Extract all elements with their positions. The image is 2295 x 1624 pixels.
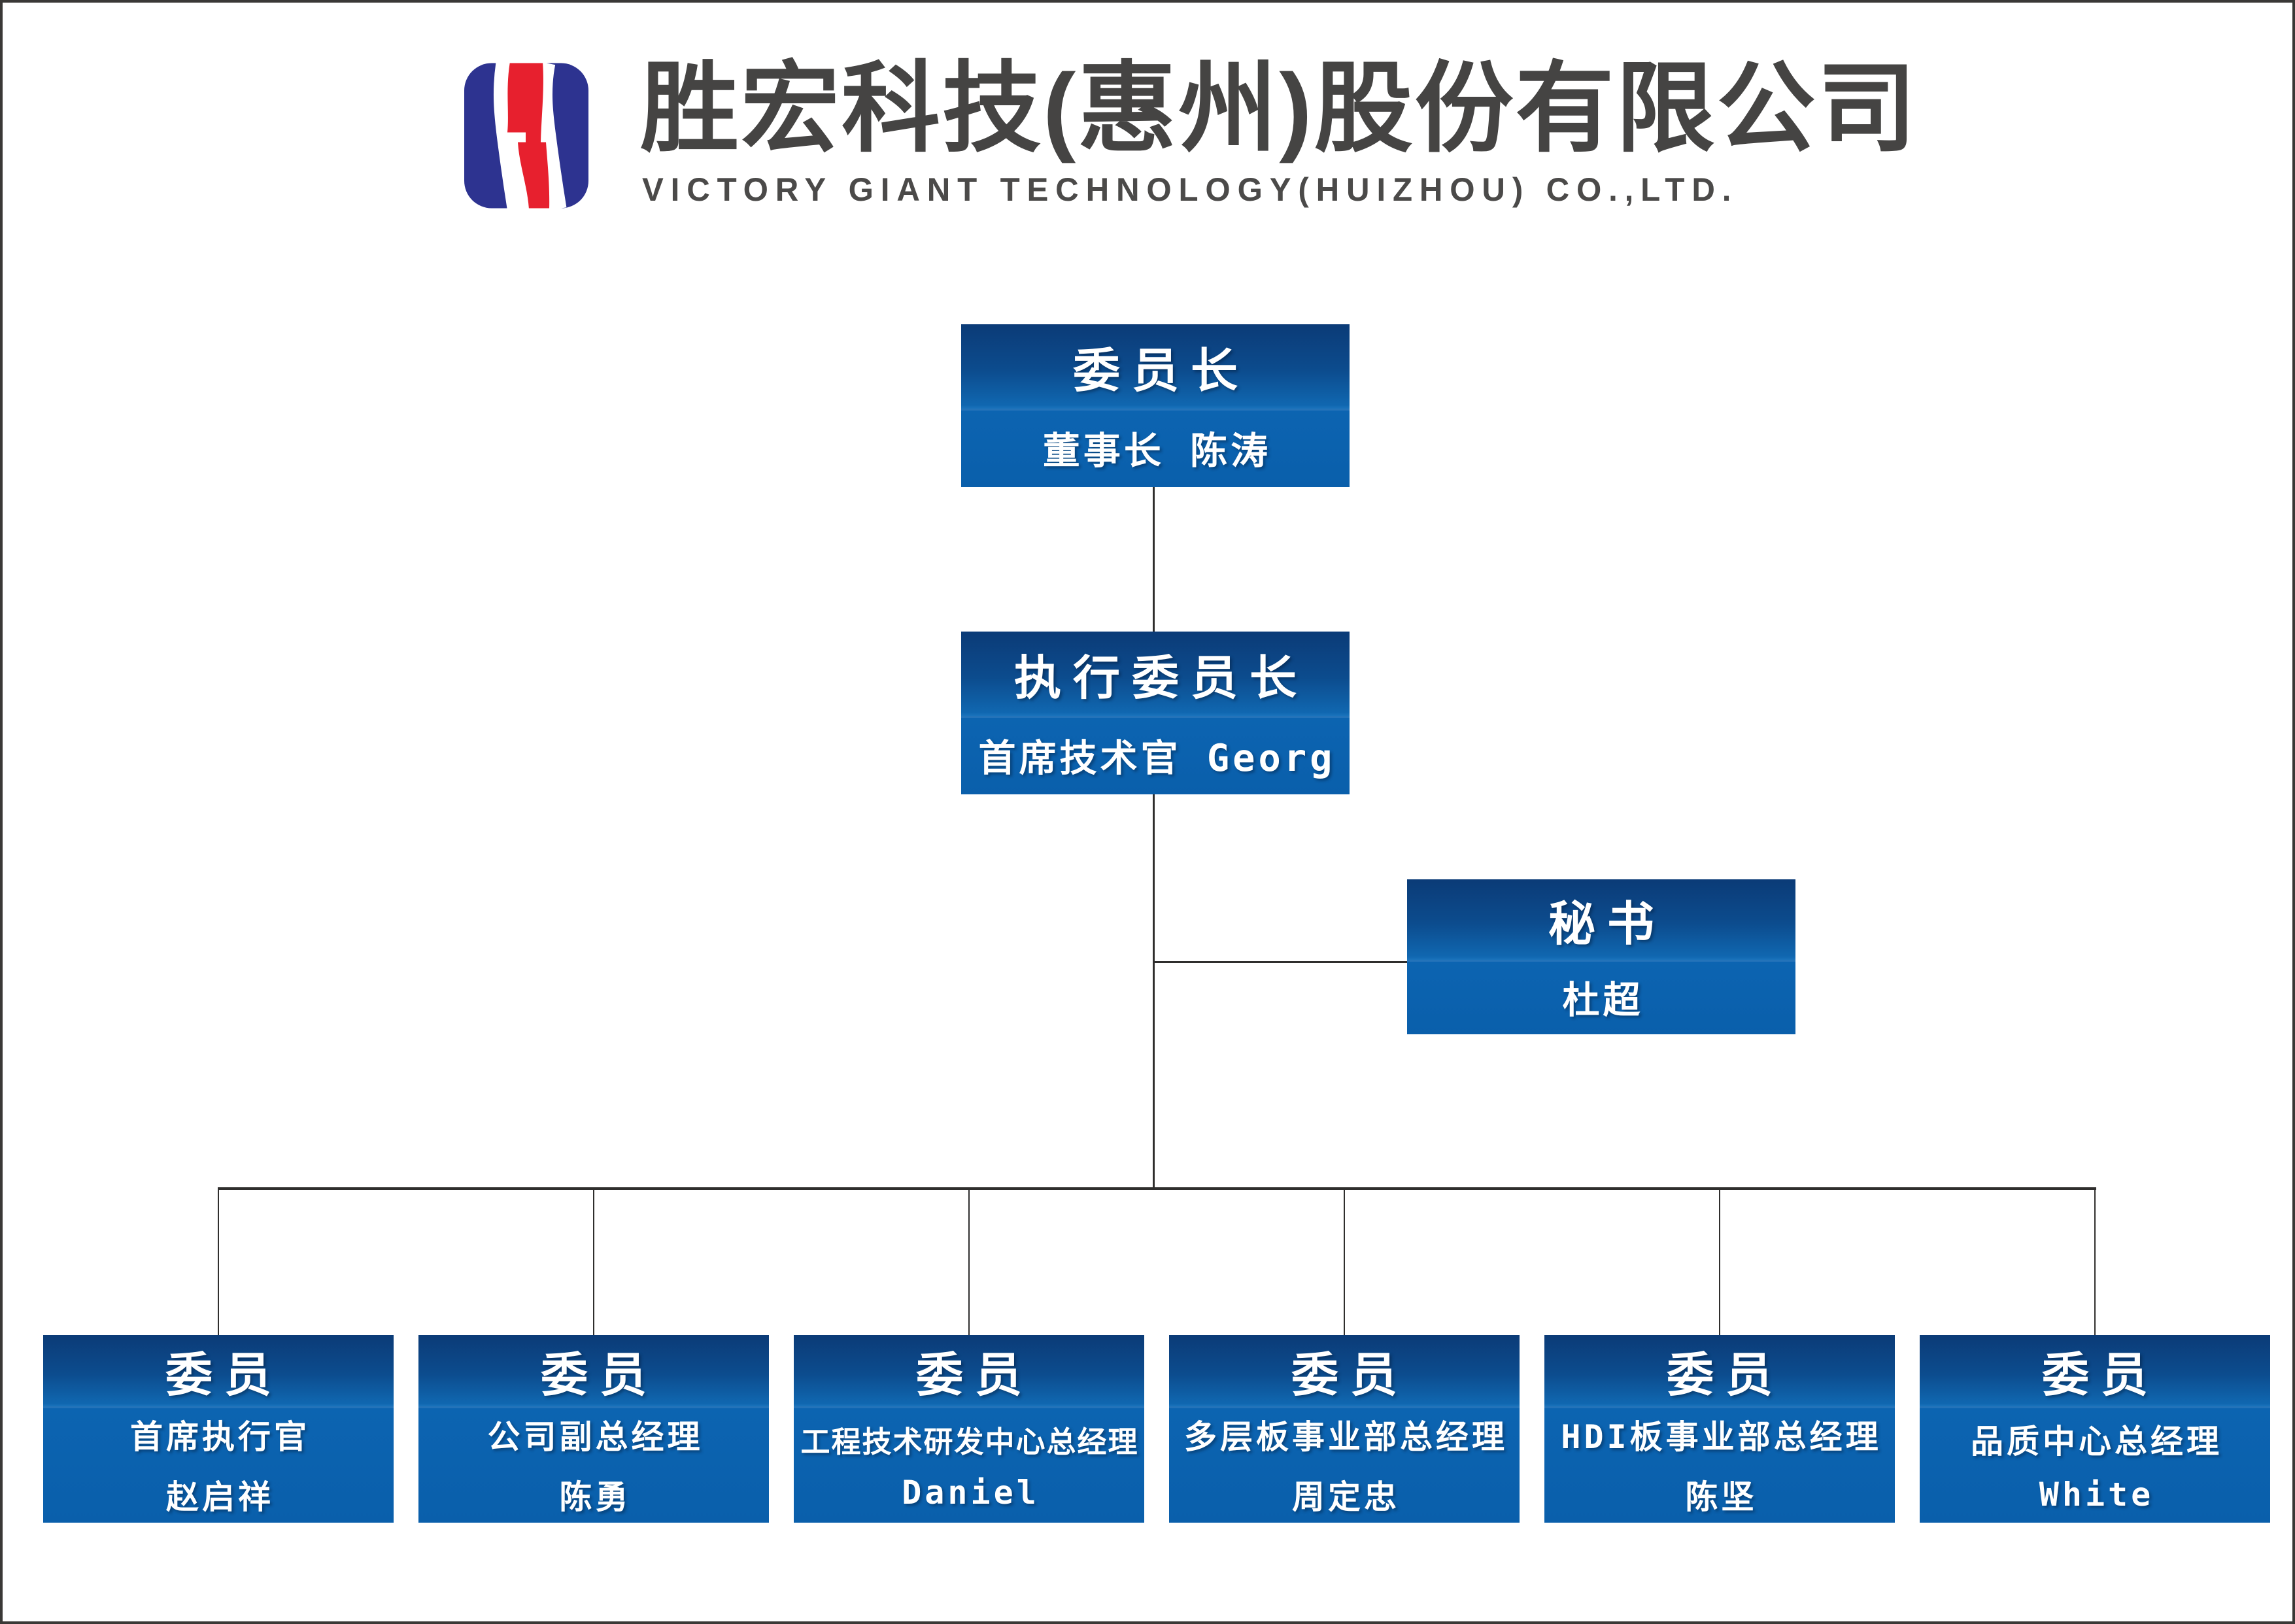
org-node-chairman: 委员长 董事长 陈涛 [961, 324, 1350, 487]
node-role-band: 委员 [1544, 1335, 1895, 1407]
node-person-band: 杜超 [1407, 960, 1795, 1034]
org-node-member-5: 委员 HDI板事业部总经理 陈坚 [1544, 1335, 1895, 1523]
node-role-band: 委员 [794, 1335, 1144, 1407]
node-dept: 品质中心总经理 [1971, 1423, 2222, 1461]
org-node-member-6: 委员 品质中心总经理 White [1920, 1335, 2270, 1523]
node-person-band: 首席技术官 Georg [961, 716, 1350, 794]
node-role: 秘书 [1548, 898, 1666, 951]
node-role: 委员长 [1072, 345, 1250, 398]
connector-drop-member-1 [218, 1190, 219, 1335]
node-role-band: 委员长 [961, 324, 1350, 409]
node-person: 首席技术官 Georg [978, 737, 1336, 781]
node-role-band: 委员 [418, 1335, 769, 1407]
org-node-exec-chairman: 执行委员长 首席技术官 Georg [961, 632, 1350, 794]
connector-secretary-branch [1153, 961, 1407, 963]
node-role-band: 委员 [43, 1335, 394, 1407]
node-person-band: 公司副总经理 陈勇 [418, 1406, 769, 1523]
company-name-zh: 胜宏科技(惠州)股份有限公司 [640, 53, 1918, 163]
connector-drop-member-2 [593, 1190, 594, 1335]
node-role: 委员 [540, 1349, 658, 1402]
connector-drop-member-6 [2094, 1190, 2096, 1335]
node-person: 董事长 陈涛 [1042, 430, 1272, 473]
node-person-band: 工程技术研发中心总经理 Daniel [794, 1406, 1144, 1523]
org-node-member-2: 委员 公司副总经理 陈勇 [418, 1335, 769, 1523]
victory-giant-logo-icon [464, 63, 588, 209]
node-dept: 首席执行官 [130, 1418, 310, 1457]
connector-drop-member-3 [968, 1190, 970, 1335]
node-dept: 多层板事业部总经理 [1184, 1418, 1508, 1457]
node-person: White [2039, 1476, 2154, 1514]
node-person-band: 首席执行官 赵启祥 [43, 1406, 394, 1523]
node-role-band: 执行委员长 [961, 632, 1350, 717]
org-node-secretary: 秘书 杜超 [1407, 879, 1795, 1034]
node-role-band: 委员 [1169, 1335, 1520, 1407]
node-role-band: 秘书 [1407, 879, 1795, 960]
connector-chairman-exec [1153, 487, 1155, 632]
node-person: Daniel [902, 1473, 1040, 1512]
node-role: 执行委员长 [1013, 652, 1308, 705]
node-dept: HDI板事业部总经理 [1561, 1418, 1882, 1457]
company-name-en: VICTORY GIANT TECHNOLOGY(HUIZHOU) CO.,LT… [642, 171, 1739, 208]
connector-exec-trunk [1153, 794, 1155, 1189]
node-role: 委员 [915, 1349, 1034, 1402]
node-person: 赵启祥 [166, 1478, 274, 1517]
node-role-band: 委员 [1920, 1335, 2270, 1407]
node-role: 委员 [165, 1349, 283, 1402]
node-role: 委员 [1291, 1349, 1409, 1402]
node-role: 委员 [1666, 1349, 1784, 1402]
node-person: 陈勇 [559, 1478, 632, 1517]
node-person-band: 董事长 陈涛 [961, 409, 1350, 487]
node-dept: 工程技术研发中心总经理 [800, 1424, 1139, 1459]
connector-drop-member-5 [1719, 1190, 1720, 1335]
org-node-member-1: 委员 首席执行官 赵启祥 [43, 1335, 394, 1523]
org-node-member-4: 委员 多层板事业部总经理 周定忠 [1169, 1335, 1520, 1523]
node-dept: 公司副总经理 [487, 1418, 704, 1457]
org-node-member-3: 委员 工程技术研发中心总经理 Daniel [794, 1335, 1144, 1523]
connector-drop-member-4 [1344, 1190, 1345, 1335]
node-person-band: 品质中心总经理 White [1920, 1406, 2270, 1523]
node-person: 陈坚 [1685, 1478, 1758, 1517]
node-person: 周定忠 [1292, 1478, 1400, 1517]
node-person-band: 多层板事业部总经理 周定忠 [1169, 1406, 1520, 1523]
node-person-band: HDI板事业部总经理 陈坚 [1544, 1406, 1895, 1523]
node-person: 杜超 [1562, 979, 1644, 1023]
connector-members-rail [218, 1187, 2096, 1190]
node-role: 委员 [2041, 1349, 2160, 1402]
